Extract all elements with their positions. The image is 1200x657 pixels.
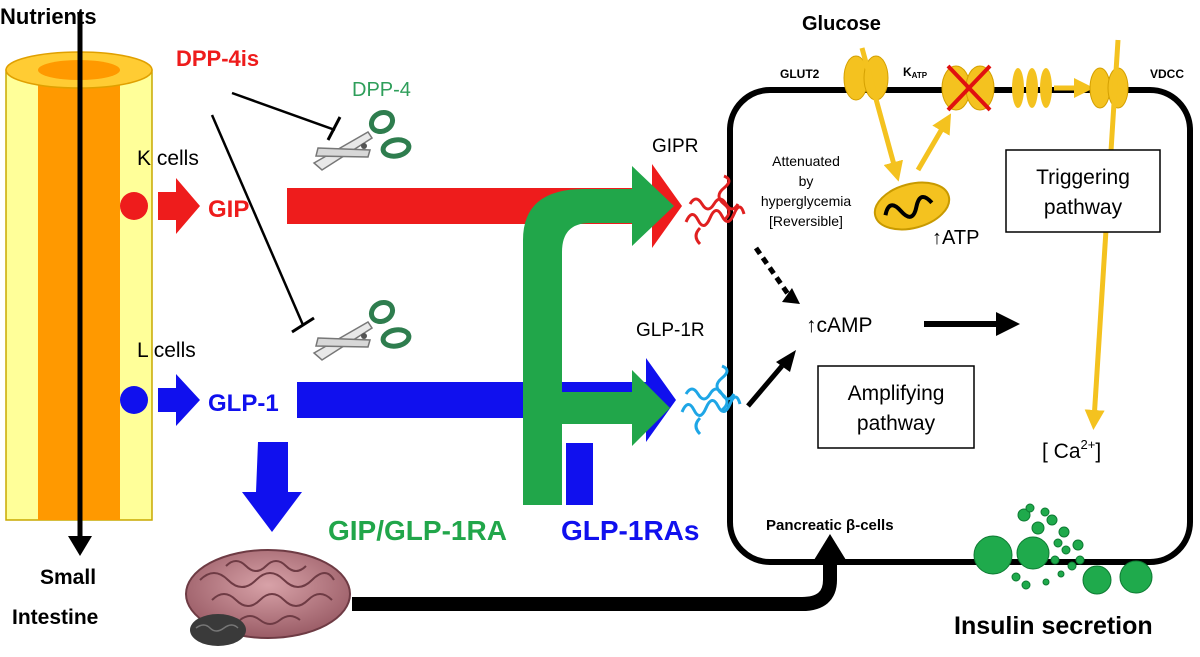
inhibit-line-upper: [231, 91, 336, 132]
triggering-label-line2: pathway: [1044, 196, 1123, 219]
l-cells-label: L cells: [137, 339, 196, 362]
triggering-pathway-box: [1005, 149, 1161, 233]
glp1-signal-arrow: [297, 358, 676, 442]
vdcc-channel: [1089, 67, 1129, 109]
glucose-entry-arrow: [859, 47, 903, 182]
camp-label: ↑cAMP: [806, 314, 873, 337]
dual-agonist-arrow: [523, 166, 674, 505]
amplifying-label-line2: pathway: [857, 412, 936, 435]
atp-label: ↑ATP: [932, 227, 979, 249]
attenuated-line2: by: [799, 173, 814, 189]
gipr-receptor: [684, 174, 746, 246]
brain-arrow: [242, 442, 302, 532]
atp-to-katp-arrow: [915, 113, 952, 172]
calcium-label: [ Ca2+]: [1042, 437, 1101, 463]
small-label: Small: [40, 566, 96, 589]
brain-to-beta-arrow: [352, 534, 846, 611]
intestine-label: Intestine: [12, 606, 98, 629]
glp1r-label: GLP-1R: [636, 320, 705, 341]
attenuated-line1: Attenuated: [772, 153, 840, 169]
attenuated-line4: [Reversible]: [769, 213, 843, 229]
scissors-icon: [312, 109, 412, 171]
glut2-label: GLUT2: [780, 67, 820, 81]
gip-release-arrow: [158, 178, 200, 234]
pancreatic-beta-cells-label: Pancreatic β-cells: [766, 517, 894, 534]
nutrient-flow-arrow: [68, 12, 92, 556]
glp1ra-bar: [566, 443, 593, 505]
nutrients-label: Nutrients: [0, 4, 97, 29]
glucose-label: Glucose: [802, 13, 881, 35]
dpp4is-label: DPP-4is: [176, 46, 259, 71]
scissors-icon: [312, 299, 412, 361]
gip-signal-arrow: [287, 164, 682, 248]
inhibit-line-lower: [210, 114, 305, 326]
amplifying-pathway-box: [817, 365, 975, 449]
brain-icon: [185, 549, 351, 646]
insulin-secretion-label: Insulin secretion: [954, 612, 1153, 640]
dpp4-label: DPP-4: [352, 79, 411, 101]
insulin-granules: [973, 503, 1153, 595]
l-cell-dot: [120, 386, 148, 414]
katp-channel: [941, 64, 995, 112]
glp1-label: GLP-1: [208, 390, 279, 417]
gipr-label: GIPR: [652, 136, 698, 157]
k-cell-dot: [120, 192, 148, 220]
glp1r-to-camp-arrow: [746, 364, 784, 408]
glp1-release-arrow: [158, 374, 200, 426]
attenuated-line3: hyperglycemia: [761, 193, 851, 209]
mitochondrion-icon: [873, 181, 951, 231]
katp-label: KATP: [903, 65, 928, 80]
glp1ras-label: GLP-1RAs: [561, 515, 699, 546]
k-cells-label: K cells: [137, 147, 199, 170]
gip-glp1ra-label: GIP/GLP-1RA: [328, 515, 507, 546]
glp1r-receptor: [680, 364, 742, 436]
amplifying-label-line1: Amplifying: [848, 382, 945, 405]
gipr-to-camp-arrow: [753, 246, 791, 296]
triggering-label-line1: Triggering: [1036, 166, 1130, 189]
membrane-coil: [1012, 68, 1094, 108]
vdcc-label: VDCC: [1150, 67, 1184, 81]
gip-label: GIP: [208, 196, 249, 223]
